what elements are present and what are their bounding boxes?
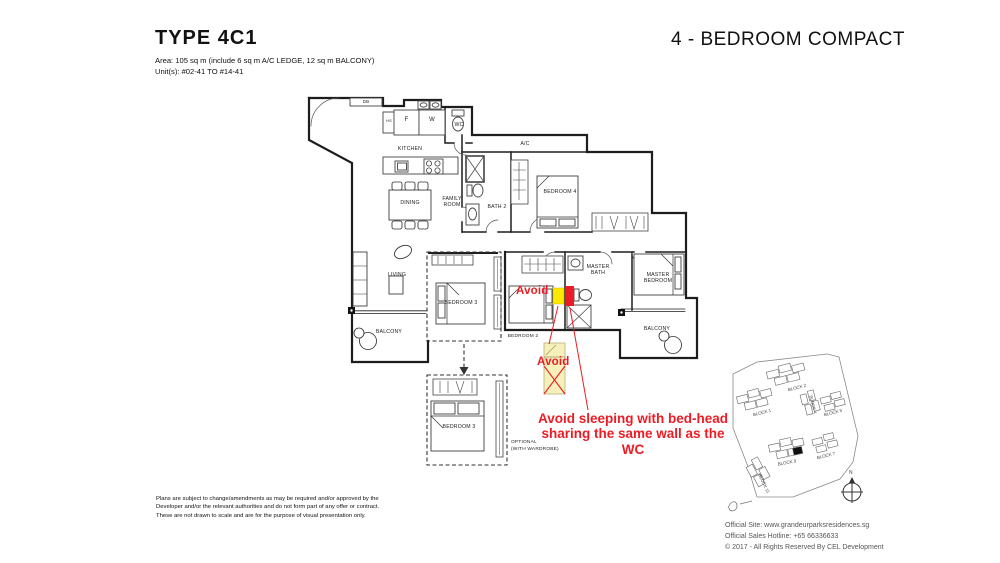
kitchen-label: KITCHEN	[397, 146, 423, 152]
developer-logo	[727, 500, 753, 512]
hotline-line: Official Sales Hotline: +65 66336633	[725, 533, 839, 540]
dashed-rooms	[426, 251, 508, 466]
highlight-red-rect	[566, 286, 574, 306]
avoid-annotation-1: Avoid	[516, 285, 549, 297]
area-line: Area: 105 sq m (include 6 sq m A/C LEDGE…	[155, 56, 375, 65]
bedroom3-label: BEDROOM 3	[444, 300, 478, 306]
warning-annotation: Avoid sleeping with bed-head sharing the…	[537, 411, 728, 457]
avoid-bed-rect	[543, 342, 566, 395]
wc-label: WC	[454, 122, 464, 128]
master-bedroom-label: MASTER BEDROOM	[643, 272, 673, 285]
balcony-right-label: BALCONY	[643, 326, 671, 332]
furniture	[352, 175, 685, 452]
leader-line-text	[569, 307, 589, 411]
washer-label: W	[429, 117, 435, 123]
avoid-annotation-2: Avoid	[537, 356, 570, 368]
copyright-line: © 2017 - All Rights Reserved By CEL Deve…	[725, 544, 884, 551]
bedroom4-label: BEDROOM 4	[543, 189, 577, 195]
units-line: Unit(s): #02-41 TO #14-41	[155, 66, 244, 76]
disclaimer-line-3: These are not drawn to scale and are for…	[156, 512, 366, 519]
unit-location-marker	[792, 446, 804, 456]
bedroom3-optional-label: BEDROOM 3	[442, 424, 476, 430]
bedroom2-label: BEDROOM 2	[507, 334, 539, 339]
annotation-highlights	[543, 286, 589, 411]
family-room-label: FAMILY ROOM	[442, 196, 462, 209]
type-title: TYPE 4C1	[155, 27, 258, 49]
optional-note-line1: OPTIONAL	[511, 440, 537, 445]
balcony-left-label: BALCONY	[375, 329, 403, 335]
leader-line-bed	[548, 305, 559, 345]
wardrobes	[431, 159, 649, 458]
living-label: LIVING	[387, 272, 407, 278]
plan-title: 4 - BEDROOM COMPACT	[671, 29, 905, 50]
site-plan	[732, 353, 859, 498]
disclaimer: Plans are subject to change/amendments a…	[156, 495, 379, 520]
bath-fixtures	[465, 155, 592, 329]
kitchen-fixtures	[349, 97, 465, 175]
optional-note-line2: (WITH WARDROBE)	[511, 446, 559, 452]
fridge-label: F	[404, 117, 409, 123]
bath2-label: BATH 2	[487, 204, 507, 210]
ac-label: A/C	[520, 141, 530, 147]
hs-label: HS	[386, 119, 392, 123]
db-label: DB	[362, 98, 370, 104]
highlight-yellow-rect	[552, 287, 565, 305]
disclaimer-line-2: Developer and/or the relevant authoritie…	[156, 504, 380, 511]
disclaimer-line-1: Plans are subject to change/amendments a…	[156, 496, 379, 502]
dining-label: DINING	[400, 200, 420, 206]
master-bath-label: MASTER BATH	[586, 264, 610, 277]
compass-north-label: N	[849, 470, 853, 476]
official-site-line: Official Site: www.grandeurparksresidenc…	[725, 522, 870, 529]
compass-icon	[841, 477, 863, 503]
